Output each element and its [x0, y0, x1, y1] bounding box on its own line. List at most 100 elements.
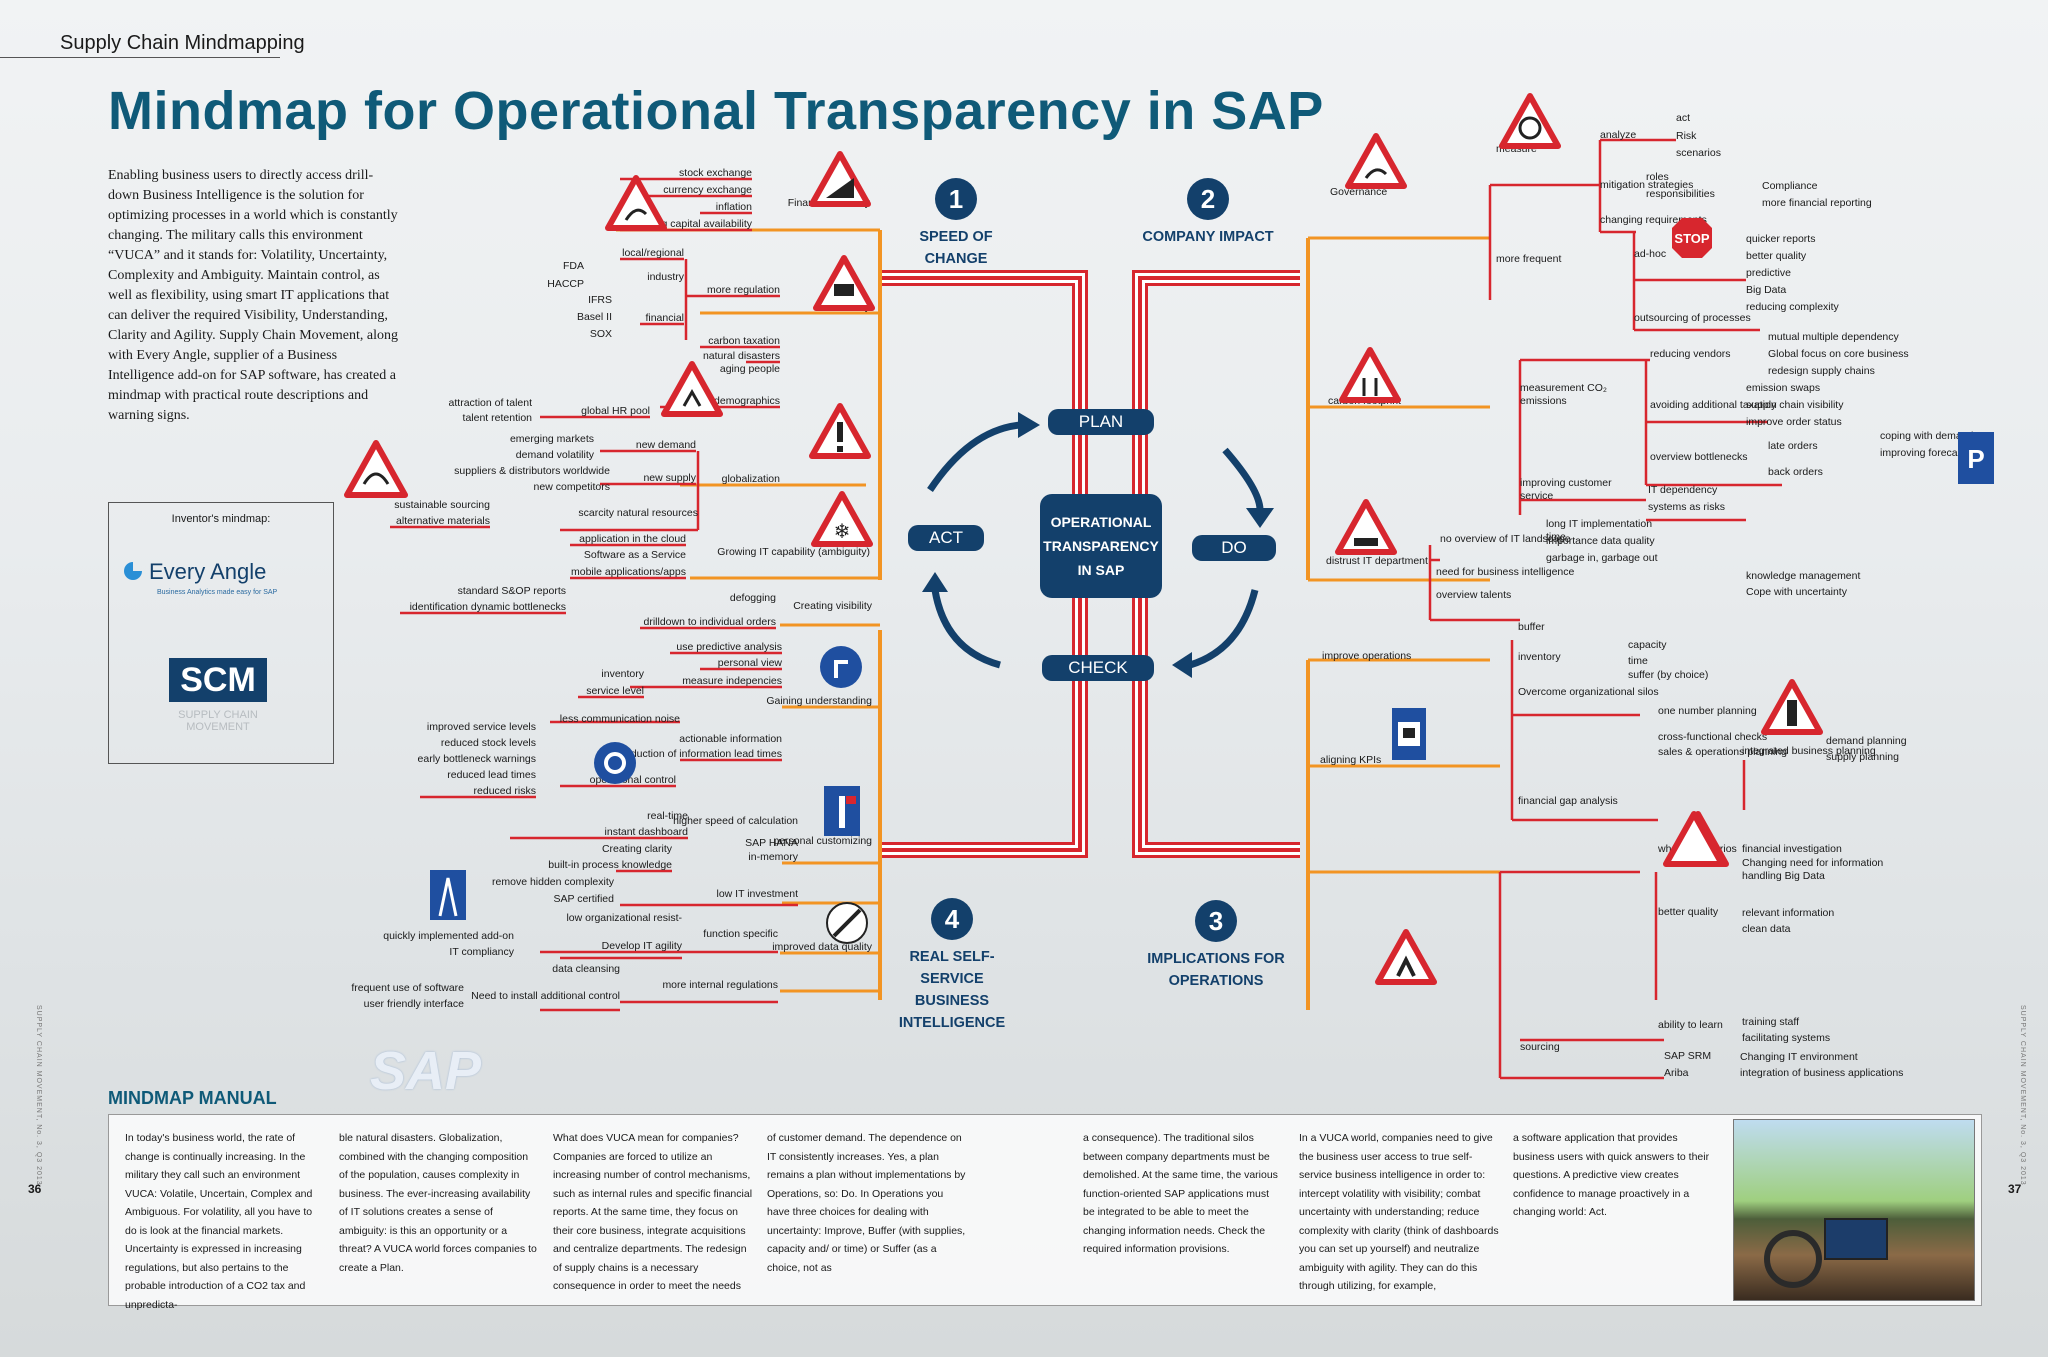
slippery-icon [661, 361, 723, 417]
mindmap-node: cross-functional checks [1658, 731, 1768, 743]
mindmap-node: distrust IT department [1326, 555, 1428, 567]
intro-text: Enabling business users to directly acce… [108, 168, 398, 423]
mindmap-node: time [1628, 655, 1648, 667]
quadrant-title: REAL SELF-SERVICE BUSINESS INTELLIGENCE [898, 949, 1006, 1031]
svg-text:❄: ❄ [834, 521, 851, 543]
scm-logo: SCM [169, 658, 267, 702]
mindmap-node: scarcity natural resources [578, 507, 698, 519]
center-node: OPERATIONAL TRANSPARENCY IN SAP [1040, 494, 1162, 598]
mindmap-node: SAP certified [553, 893, 614, 905]
page-title: Mindmap for Operational Transparency in … [108, 81, 1324, 141]
mindmap-node: in-memory [748, 851, 798, 863]
exclamation-warning-icon [809, 403, 871, 459]
mindmap-node: financial gap analysis [1518, 795, 1618, 807]
mindmap-node: improving forecasting [1880, 447, 1980, 459]
plan-node: PLAN [1048, 409, 1154, 435]
parking-sign-icon: P [1958, 432, 1994, 484]
mindmap-node: demand volatility [515, 449, 594, 461]
motorway-sign-icon [430, 870, 466, 920]
mindmap-node: back orders [1768, 466, 1823, 478]
every-angle-logo: Every Angle [149, 559, 267, 584]
mindmap-node: less communication noise [559, 713, 680, 725]
mindmap-node: predictive [1746, 267, 1791, 279]
mindmap-node: sourcing [1520, 1041, 1560, 1053]
mindmap-node: emission swaps [1746, 382, 1821, 394]
mindmap-node: IFRS [588, 294, 612, 306]
snow-warning-icon: ❄ [811, 491, 873, 547]
mindmap-node: built-in process knowledge [548, 859, 672, 871]
mindmap-node: more internal regulations [662, 979, 778, 991]
mindmap-node: new competitors [533, 481, 610, 493]
mindmap-node: inflation [715, 201, 752, 213]
act-node: ACT [908, 525, 984, 551]
mindmap-node: new demand [635, 439, 696, 451]
scm-logo-sub: SUPPLY CHAIN MOVEMENT [178, 709, 258, 733]
mindmap-node: instant dashboard [604, 826, 688, 838]
mindmap-node: Growing IT capability (ambiguity) [717, 546, 870, 558]
mindmap-node: Overcome organizational silos [1518, 686, 1659, 698]
mindmap-node: IT dependency [1648, 484, 1718, 496]
mindmap-node: financial investigation [1742, 843, 1842, 855]
mindmap-node: frequent use of software [351, 982, 464, 994]
manual-title: MINDMAP MANUAL [108, 1088, 277, 1108]
quadrant-title: SPEED OF CHANGE [919, 229, 993, 267]
trunk-band [880, 598, 1082, 852]
mindmap-node: more regulation [707, 284, 780, 296]
mindmap-node: standard S&OP reports [457, 585, 566, 597]
manual-column: In a VUCA world, companies need to give … [1299, 1132, 1499, 1292]
mindmap-node: no overview of IT landscape [1440, 533, 1571, 545]
traffic-light-icon [1761, 679, 1823, 735]
mindmap-node: inventory [1518, 651, 1561, 663]
mindmap-node: outsourcing of processes [1634, 312, 1751, 324]
dashboard-screen [1824, 1218, 1888, 1260]
mindmap-node: new supply [643, 472, 696, 484]
manual-box: In today's business world, the rate of c… [108, 1114, 1982, 1311]
mindmap-node: real-time [647, 810, 688, 822]
mindmap-node: avoiding additional taxation [1650, 399, 1777, 411]
restaurant-sign-icon [1392, 708, 1426, 760]
mindmap-node: knowledge management [1746, 570, 1861, 582]
stop-sign-icon: STOP [1672, 218, 1712, 258]
mindmap-node: Creating clarity [601, 843, 672, 855]
mindmap-node: coping with demand [1880, 430, 1974, 442]
mindmap-node: IT compliancy [449, 946, 514, 958]
mindmap-node: scenarios [1676, 147, 1721, 159]
mindmap-node: Develop IT agility [601, 940, 682, 952]
mindmap-node: data cleansing [552, 963, 620, 975]
mindmap-node: remove hidden complexity [492, 876, 614, 888]
left-page-number: 36 [28, 1182, 42, 1196]
mindmap-node: garbage in, garbage out [1546, 552, 1658, 564]
mindmap-node: improved service levels [426, 721, 536, 733]
publication-label: Supply Chain Mindmapping [60, 32, 305, 54]
mindmap-node: demand planning [1826, 735, 1907, 747]
mindmap-node: SAP SRM [1664, 1050, 1712, 1062]
mindmap-node: low IT investment [716, 888, 798, 900]
mindmap-node: suffer (by choice) [1628, 669, 1709, 681]
mindmap-node: aging people [719, 363, 780, 375]
left-side-label: SUPPLY CHAIN MOVEMENT, No. 3, Q3 2013 [35, 1005, 42, 1186]
mindmap-node: one number planning [1658, 705, 1757, 717]
mindmap-node: FDA [563, 260, 584, 272]
mindmap-node: mobile applications/apps [571, 566, 686, 578]
mindmap-node: act [1676, 112, 1691, 124]
svg-text:P: P [1967, 444, 1984, 474]
mindmap-node: local/regional [622, 247, 684, 259]
warning-sign-icon [344, 440, 408, 498]
mindmap-node: use predictive analysis [676, 641, 782, 653]
mindmap-node: responsibilities [1646, 188, 1715, 200]
mindmap-node: HACCP [547, 278, 584, 290]
mindmap-node: SOX [589, 328, 612, 340]
mindmap-node: Basel II [576, 311, 612, 323]
mindmap-node: integrated business planning [1742, 745, 1876, 757]
mindmap-node: suppliers & distributors worldwide [454, 465, 610, 477]
mindmap-node: overview talents [1436, 589, 1512, 601]
quadrant-number: 4 [931, 898, 973, 940]
slippery-road-icon [605, 175, 667, 231]
do-node: DO [1192, 535, 1276, 561]
mindmap-node: personal customizing [773, 835, 872, 847]
mindmap-node: supply planning [1826, 751, 1899, 763]
manual-column: ble natural disasters. Globalization, co… [339, 1132, 537, 1274]
car-skid-icon [1345, 133, 1407, 189]
